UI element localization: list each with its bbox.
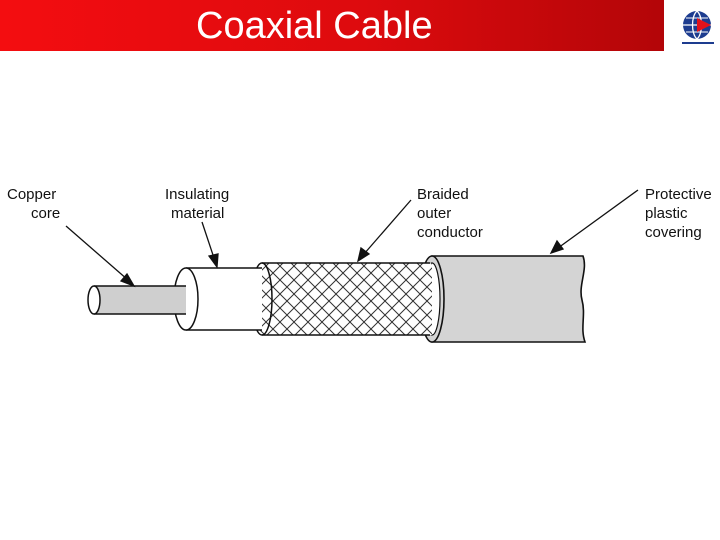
label-line: Braided bbox=[417, 186, 469, 203]
label-insulating-material: Insulating material bbox=[165, 185, 229, 223]
insulating-material bbox=[173, 267, 262, 331]
label-line: conductor bbox=[417, 224, 483, 241]
globe-logo-icon bbox=[682, 10, 714, 44]
label-line: core bbox=[31, 205, 61, 222]
leader-arrows bbox=[65, 189, 639, 288]
label-line: Insulating bbox=[165, 186, 230, 203]
label-copper-core: Copper core bbox=[7, 185, 60, 223]
label-line: Copper bbox=[7, 186, 57, 203]
label-line: Protective bbox=[645, 186, 712, 203]
label-braided-outer-conductor: Braided outer conductor bbox=[417, 185, 483, 242]
page-title: Coaxial Cable bbox=[196, 5, 433, 47]
label-line: outer bbox=[417, 205, 452, 222]
label-line: plastic bbox=[645, 205, 688, 222]
title-bar: Coaxial Cable bbox=[0, 0, 664, 51]
cable-illustration bbox=[65, 189, 639, 343]
copper-core bbox=[87, 285, 186, 315]
coaxial-cable-diagram: Copper core Insulating material Braided … bbox=[0, 170, 720, 370]
label-line: material bbox=[171, 205, 225, 222]
label-line: covering bbox=[645, 224, 702, 241]
label-protective-plastic-covering: Protective plastic covering bbox=[645, 185, 712, 242]
protective-covering bbox=[419, 255, 587, 343]
braided-conductor bbox=[251, 262, 432, 336]
